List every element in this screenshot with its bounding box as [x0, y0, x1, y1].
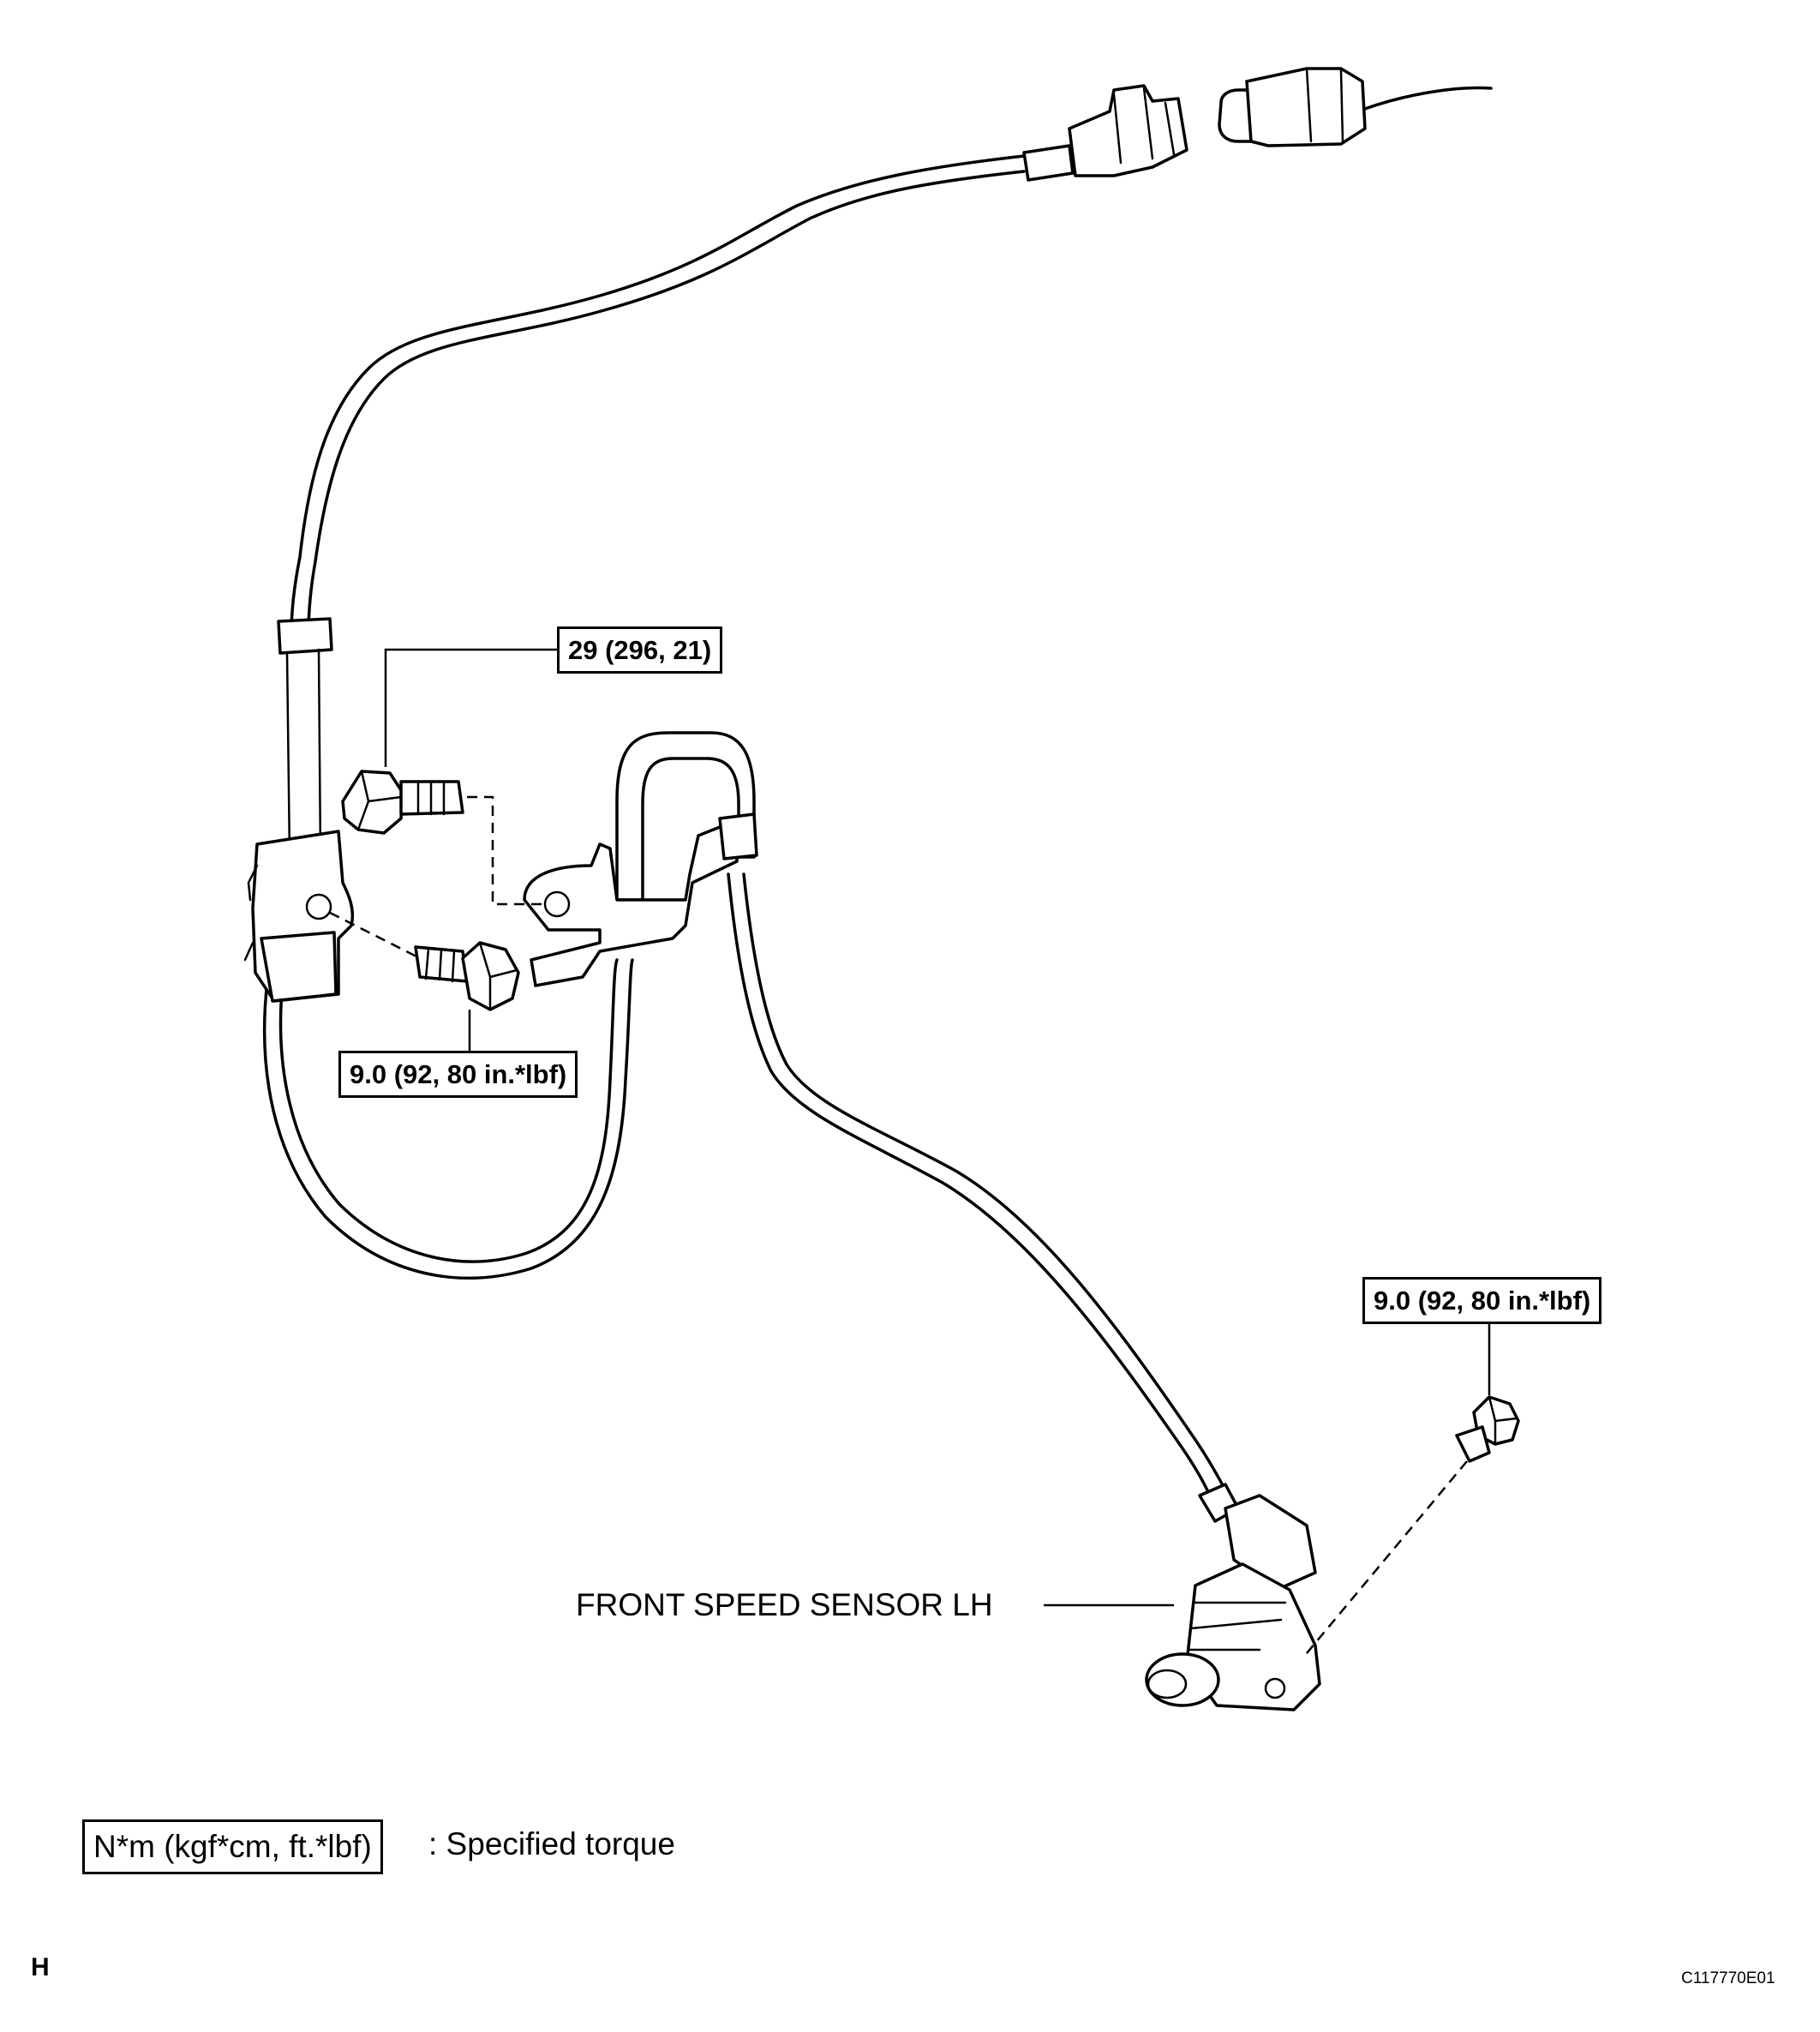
torque-callout-sensor-bolt: 9.0 (92, 80 in.*lbf)	[1362, 1277, 1602, 1324]
callout-leaders	[384, 648, 1491, 1607]
bolt-upper	[341, 770, 464, 835]
harness-connector	[1022, 84, 1188, 182]
speed-sensor	[1145, 1483, 1321, 1711]
corner-letter: H	[31, 1953, 50, 1981]
sensor-label: FRONT SPEED SENSOR LH	[576, 1587, 993, 1622]
legend-description: : Specified torque	[428, 1826, 675, 1861]
install-lines	[329, 795, 1468, 1659]
sensor-harness-wire	[262, 86, 1493, 1497]
grommet-bracket	[243, 830, 354, 1003]
wire-clip-upper	[277, 617, 333, 859]
figure-code: C117770E01	[1681, 1969, 1775, 1987]
torque-callout-lower-bolt: 9.0 (92, 80 in.*lbf)	[338, 1051, 578, 1098]
bolt-sensor	[1455, 1395, 1520, 1463]
torque-callout-upper-bolt: 29 (296, 21)	[557, 626, 723, 674]
wire-bracket	[523, 731, 758, 987]
legend-unit-box: N*m (kgf*cm, ft.*lbf)	[82, 1819, 383, 1874]
bolt-lower	[414, 941, 520, 1011]
vehicle-connector	[1218, 67, 1367, 147]
